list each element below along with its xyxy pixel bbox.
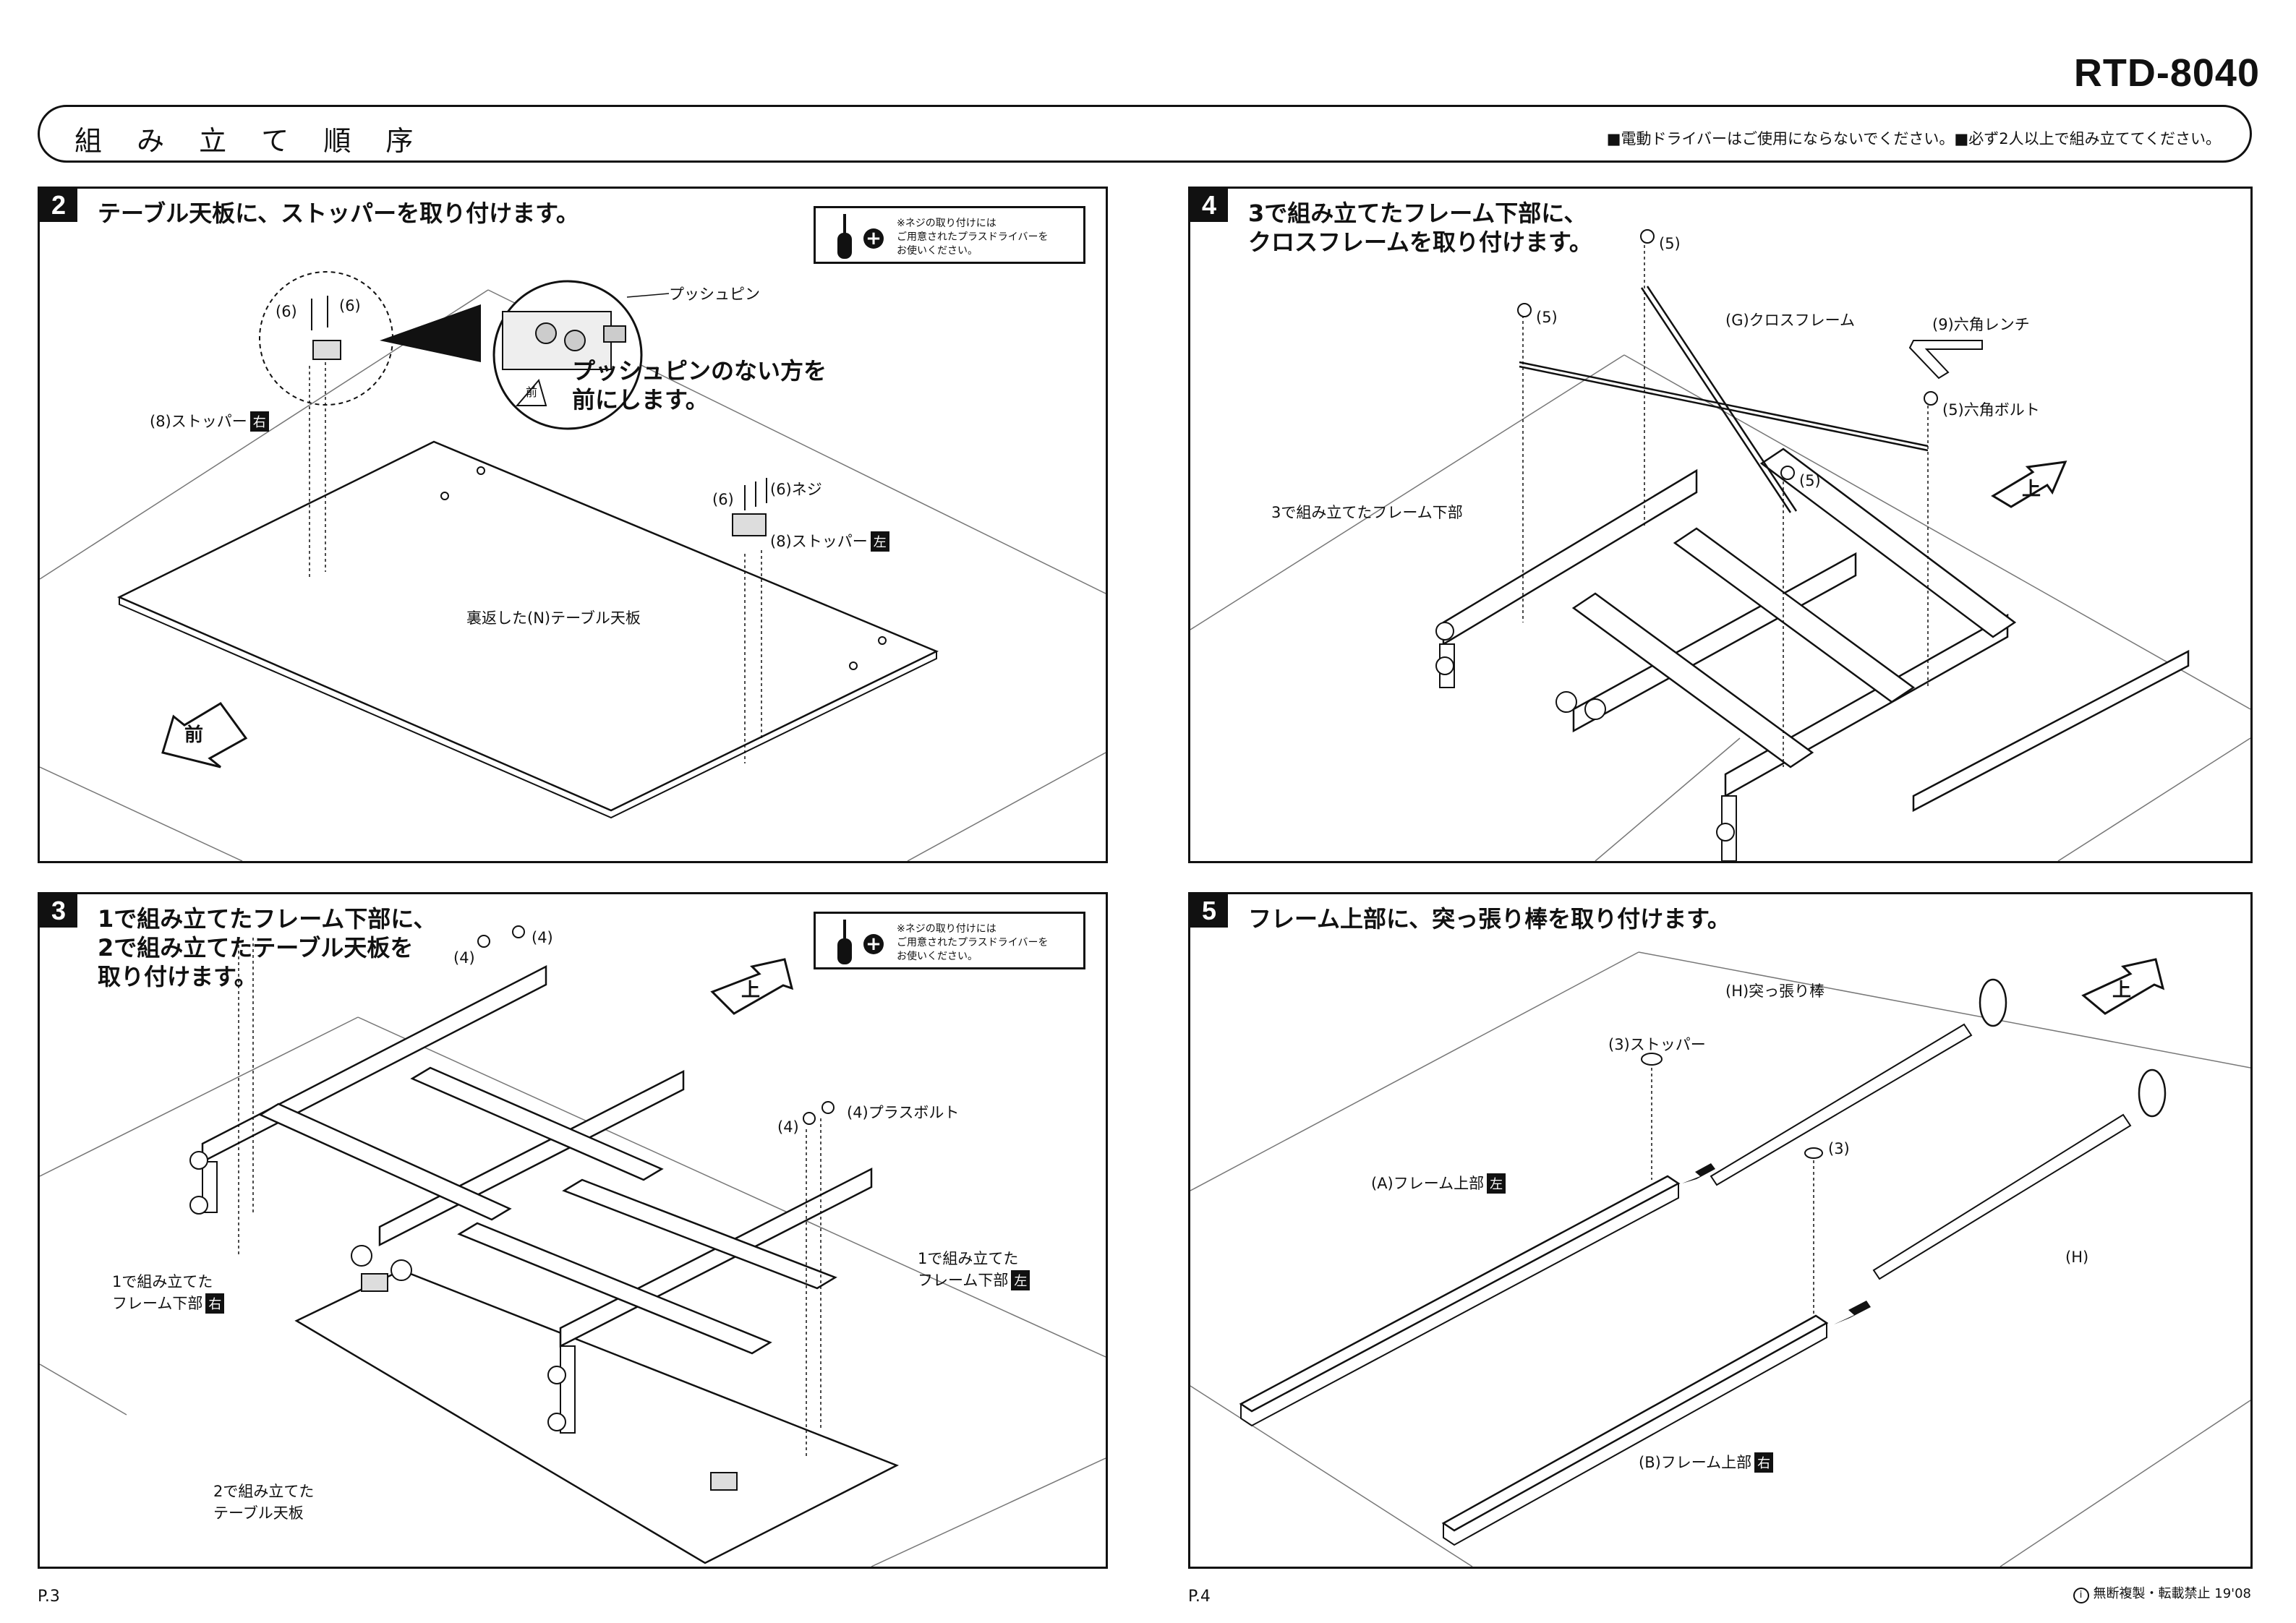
step-5-heading: フレーム上部に、突っ張り棒を取り付けます。 [1248,905,1730,933]
step-3-panel: 3 1で組み立てたフレーム下部に、2で組み立てたテーブル天板を取り付けます。 +… [38,892,1108,1569]
label-tabletop-assembled: 2で組み立てたテーブル天板 [213,1483,315,1522]
label-bolt-mid: (5) [1799,472,1821,489]
model-number: RTD-8040 [2073,51,2260,95]
step-2-panel: 2 テーブル天板に、ストッパーを取り付けます。 + ※ネジの取り付けにはご用意さ… [38,187,1108,863]
left-tag: 左 [870,531,889,552]
info-icon: i [2073,1588,2089,1603]
step-3-heading: 1で組み立てたフレーム下部に、2で組み立てたテーブル天板を取り付けます。 [98,905,437,990]
up-arrow-label: 上 [741,980,761,1001]
label-bolt-top: (5) [1659,235,1681,252]
label-frame-upper-a: (A)フレーム上部左 [1371,1172,1506,1194]
title-bar: 組 み 立 て 順 序 ■電動ドライバーはご使用にならないでください。■必ず2人… [38,105,2252,163]
step-5-panel: 5 フレーム上部に、突っ張り棒を取り付けます。 (H)突っ張り棒 (3)ストッパ… [1188,892,2253,1569]
step-4-heading: 3で組み立てたフレーム下部に、クロスフレームを取り付けます。 [1248,200,1592,256]
up-arrow-label: 上 [2022,479,2041,500]
tool-note-box: + ※ネジの取り付けにはご用意されたプラスドライバーをお使いください。 [814,206,1085,264]
label-stopper-right: (8)ストッパー右 [150,410,269,432]
step-4-panel: 4 3で組み立てたフレーム下部に、クロスフレームを取り付けます。 (5) (5)… [1188,187,2253,863]
label-frame-upper-b: (B)フレーム上部右 [1639,1451,1774,1473]
label-screw-b: (6) [339,297,361,314]
safety-notes: ■電動ドライバーはご使用にならないでください。■必ず2人以上で組み立ててください… [1606,130,2221,147]
left-tag: 左 [1011,1270,1030,1290]
step-5-illustration [1190,951,2250,1567]
label-plus-bolt: (4)プラスボルト [847,1104,960,1121]
label-screw-neji: (6)ネジ [770,481,822,498]
screwdriver-icon [837,214,852,259]
label-stopper-3b: (3) [1828,1140,1850,1157]
step-2-number: 2 [40,189,77,222]
plus-icon: + [863,228,884,249]
label-frame-right: 1で組み立てた フレーム下部右 [112,1270,225,1314]
label-rod-h: (H) [2065,1249,2089,1266]
step-4-illustration [1190,229,2250,861]
label-screw-c: (6) [712,491,734,508]
right-tag: 右 [1754,1452,1774,1473]
right-tag: 右 [205,1293,225,1314]
detail-front-label: 前 [526,385,538,399]
label-stopper-3: (3)ストッパー [1608,1036,1706,1053]
plus-icon: + [863,934,884,954]
tool-note-text: ※ネジの取り付けにはご用意されたプラスドライバーをお使いください。 [897,923,1049,962]
label-bolt-b: (4) [532,929,553,946]
up-arrow-label: 上 [2112,980,2132,1001]
callout-front-side: プッシュピンのない方を前にします。 [572,357,827,414]
left-tag: 左 [1487,1173,1506,1194]
label-frame-left: 1で組み立てた フレーム下部左 [918,1247,1030,1290]
step-2-illustration [40,271,1106,861]
tool-note-text: ※ネジの取り付けにはご用意されたプラスドライバーをお使いください。 [897,218,1049,257]
label-bolt-left: (5) [1536,309,1558,326]
step-4-number: 4 [1190,189,1228,222]
label-cross-frame: (G)クロスフレーム [1725,312,1856,329]
label-bolt-c: (4) [777,1118,799,1136]
step-5-number: 5 [1190,894,1228,928]
label-hex-bolt: (5)六角ボルト [1942,401,2040,419]
label-hex-wrench: (9)六角レンチ [1932,316,2030,333]
label-bolt-a: (4) [453,949,475,967]
page-number-left: P.3 [38,1588,60,1606]
label-tension-rod: (H)突っ張り棒 [1725,982,1825,1000]
label-screw-a: (6) [276,303,297,320]
label-tabletop: 裏返した(N)テーブル天板 [466,609,641,627]
label-push-pin: プッシュピン [669,286,760,303]
page-number-right: P.4 [1188,1588,1211,1606]
step-2-heading: テーブル天板に、ストッパーを取り付けます。 [98,200,579,227]
step-3-illustration [40,925,1106,1567]
screwdriver-icon [837,920,852,964]
right-tag: 右 [249,411,269,432]
step-3-number: 3 [40,894,77,928]
label-stopper-left: (8)ストッパー左 [770,530,889,552]
tool-note-box-2: + ※ネジの取り付けにはご用意されたプラスドライバーをお使いください。 [814,912,1085,969]
front-arrow-label: 前 [184,724,204,746]
label-lower-frame: 3で組み立てたフレーム下部 [1271,504,1463,521]
page-title: 組 み 立 て 順 序 [74,125,427,157]
